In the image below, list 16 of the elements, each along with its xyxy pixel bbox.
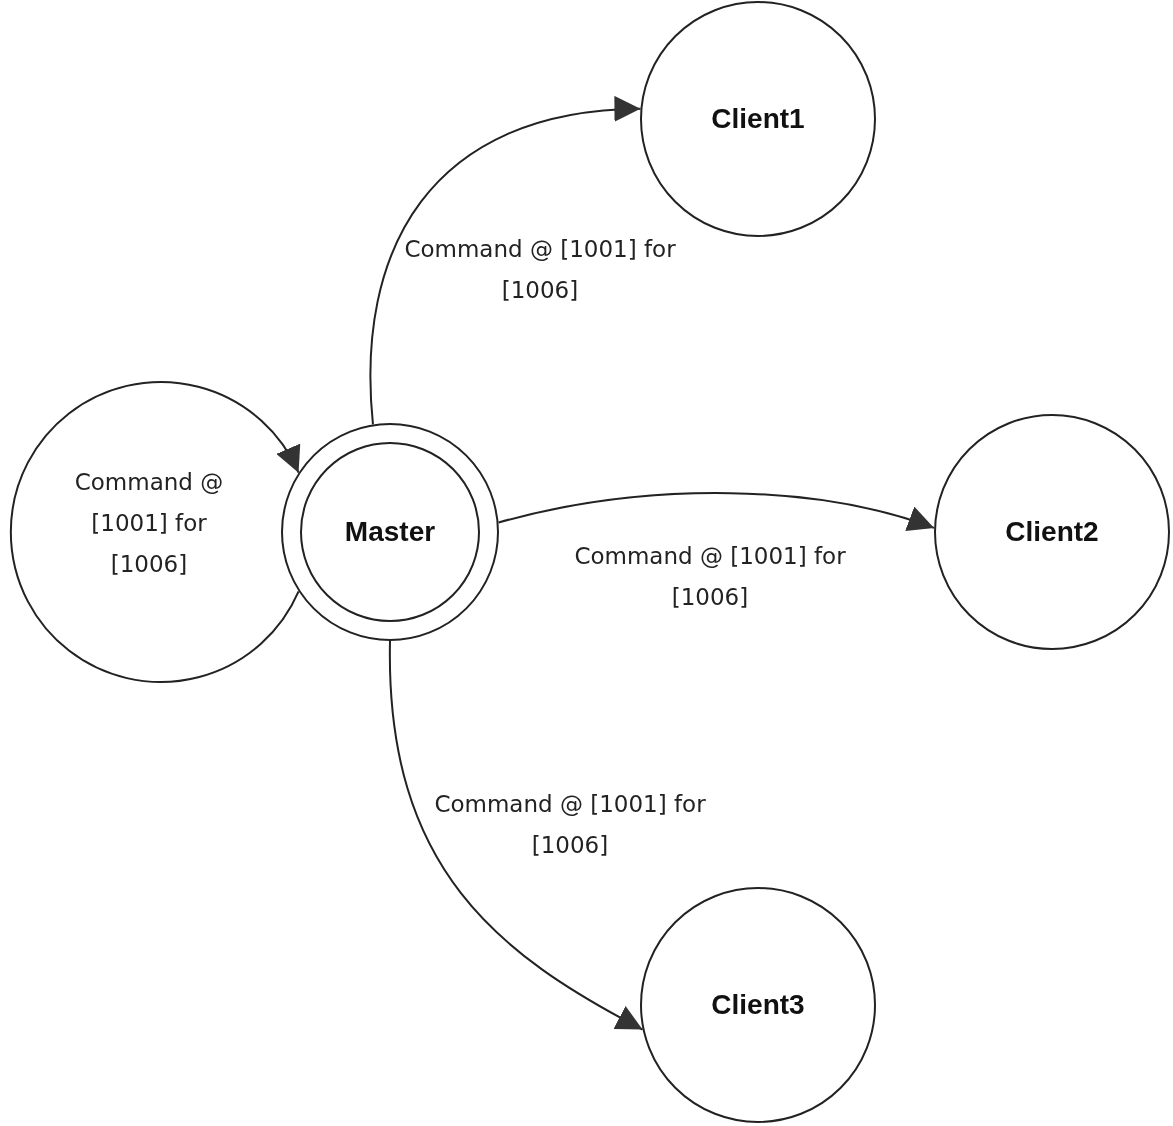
arrow xyxy=(497,492,936,532)
state-circle xyxy=(934,414,1170,650)
arrow xyxy=(10,381,300,683)
double-circle-state xyxy=(281,423,499,641)
state-name: Master xyxy=(344,516,436,548)
state-name: Client2 xyxy=(1005,516,1099,548)
state-circle xyxy=(640,887,876,1123)
edge-label: Command @ [1001] for [1006] xyxy=(573,542,847,612)
state-circle xyxy=(640,1,876,237)
state-name: Client1 xyxy=(711,103,805,135)
edge-label: Command @ [1001] for [1006] xyxy=(403,235,677,305)
edge-label: Command @ [1001] for [1006] xyxy=(73,468,225,579)
arrow xyxy=(369,97,642,426)
arrow xyxy=(389,640,644,1031)
state-name: Client3 xyxy=(711,989,805,1021)
edge-label: Command @ [1001] for [1006] xyxy=(433,790,707,860)
